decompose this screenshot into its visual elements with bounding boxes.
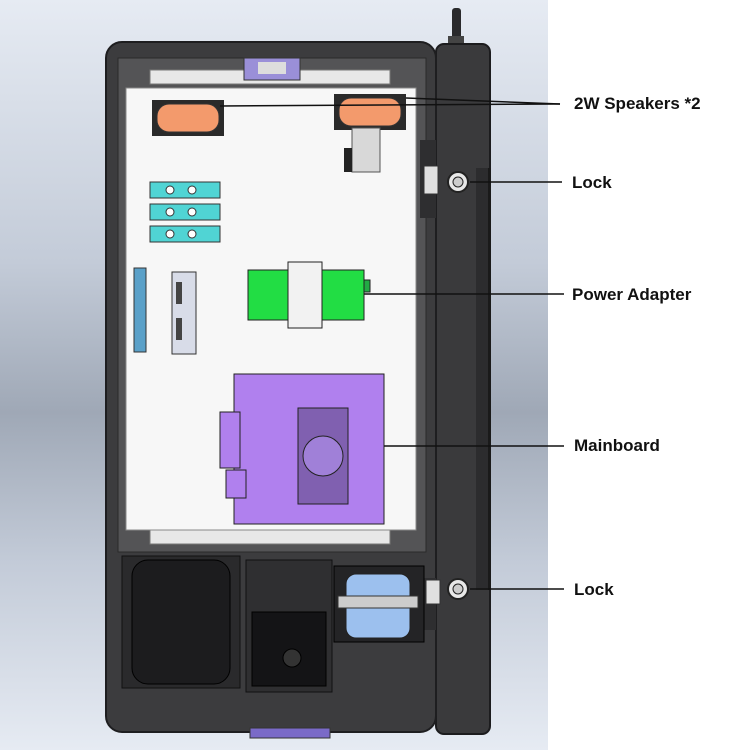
side-rail xyxy=(133,267,147,353)
speaker-bracket xyxy=(344,127,381,173)
callout-power-adapter: Power Adapter xyxy=(572,285,692,304)
speaker-right xyxy=(334,94,406,130)
power-adapter xyxy=(247,261,371,329)
callout-lines xyxy=(219,97,564,590)
callout-lock-top: Lock xyxy=(572,173,612,192)
mainboard xyxy=(219,373,385,525)
printer-bay xyxy=(121,555,241,689)
scanner-bay xyxy=(333,565,425,643)
lock-bottom-icon xyxy=(447,578,469,600)
callout-lock-bottom: Lock xyxy=(574,580,614,599)
antenna xyxy=(448,8,464,46)
callout-mainboard: Mainboard xyxy=(574,436,660,455)
interface-module xyxy=(171,271,197,355)
callout-speakers: 2W Speakers *2 xyxy=(574,94,701,113)
lock-top-icon xyxy=(447,171,469,193)
keypad-bay xyxy=(245,559,333,693)
connector-strip xyxy=(149,181,221,243)
speaker-left xyxy=(152,100,224,136)
side-door xyxy=(435,43,491,735)
